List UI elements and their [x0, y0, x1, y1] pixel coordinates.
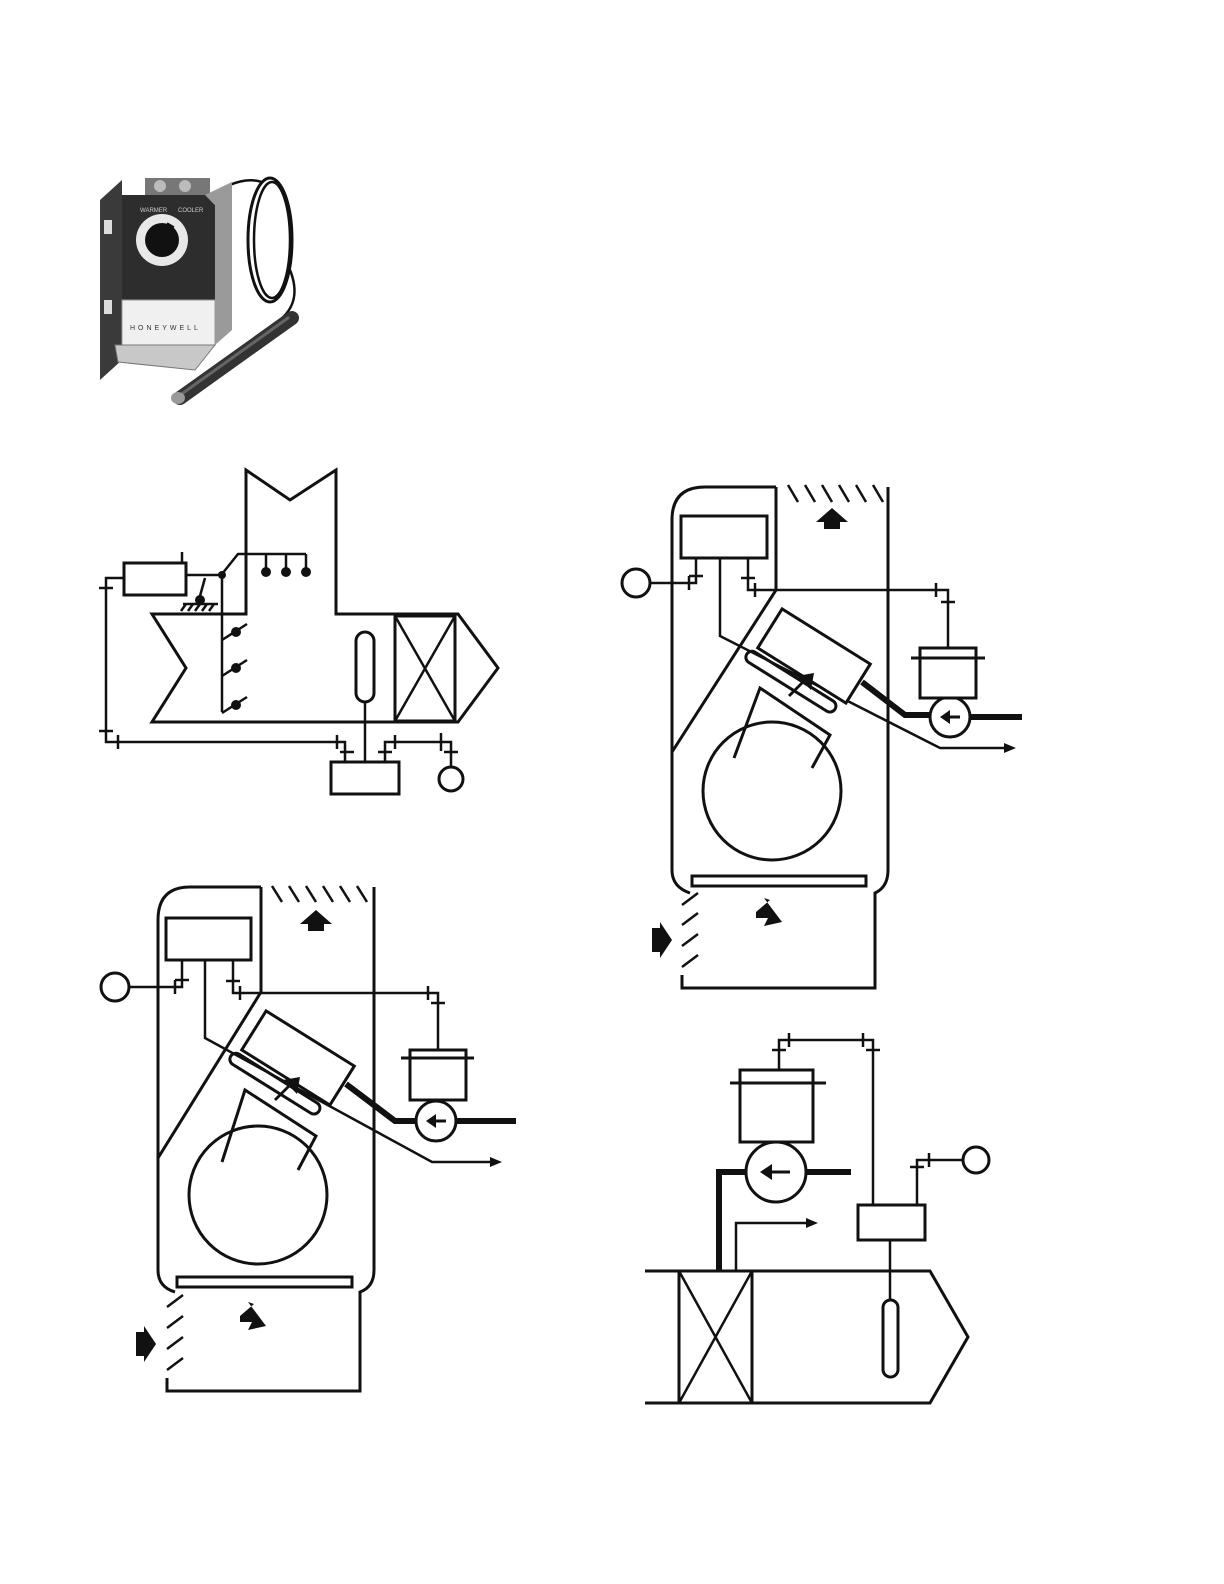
outlet-grille [272, 886, 282, 902]
inlet-grille [682, 893, 698, 905]
damper-actuator [124, 563, 186, 595]
diagram-unit-ventilator-b [101, 886, 516, 1391]
duct-outline [152, 470, 498, 722]
base-plate [115, 345, 215, 370]
air-supply-symbol [963, 1147, 989, 1173]
diagram-duct-coil-valve [645, 1033, 989, 1403]
controller [858, 1205, 925, 1240]
brand-label: HONEYWELL [130, 325, 201, 332]
valve-actuator [920, 648, 976, 698]
diagram-duct-mixing-damper [99, 470, 498, 794]
damper-blade-pivot [301, 567, 311, 577]
filter [177, 1277, 352, 1287]
inlet-grille [167, 1295, 183, 1307]
sensing-element [356, 632, 374, 702]
fan-wheel [189, 1126, 327, 1264]
air-supply-symbol [622, 569, 650, 597]
product-photo: WARMER COOLER HONEYWELL [100, 178, 295, 404]
pneumatic-line [106, 578, 345, 762]
sensing-element [883, 1300, 898, 1377]
air-supply-symbol [439, 767, 463, 791]
valve-actuator [740, 1070, 813, 1142]
outdoor-air-arrow [136, 1326, 156, 1362]
damper-blade-pivot [261, 567, 271, 577]
duct-outline [645, 1271, 968, 1403]
damper-blade-pivot [281, 567, 291, 577]
dial-label-cooler: COOLER [178, 208, 204, 214]
filter [692, 876, 866, 886]
controller [681, 516, 767, 558]
fan-housing [734, 688, 830, 768]
outdoor-air-arrow [652, 922, 672, 958]
return-air-arrow [756, 898, 782, 926]
discharge-air-arrow [300, 910, 332, 931]
water-pipe [346, 1084, 416, 1121]
return-air-arrow [240, 1302, 266, 1330]
air-supply-symbol [101, 973, 129, 1001]
diagram-unit-ventilator-a [622, 485, 1022, 988]
cover [122, 300, 215, 345]
controller [166, 918, 251, 960]
fan-wheel [703, 722, 841, 860]
outlet-grille [788, 485, 798, 502]
dial-label-warmer: WARMER [140, 208, 168, 214]
discharge-air-arrow [816, 508, 848, 529]
controller [331, 762, 399, 794]
